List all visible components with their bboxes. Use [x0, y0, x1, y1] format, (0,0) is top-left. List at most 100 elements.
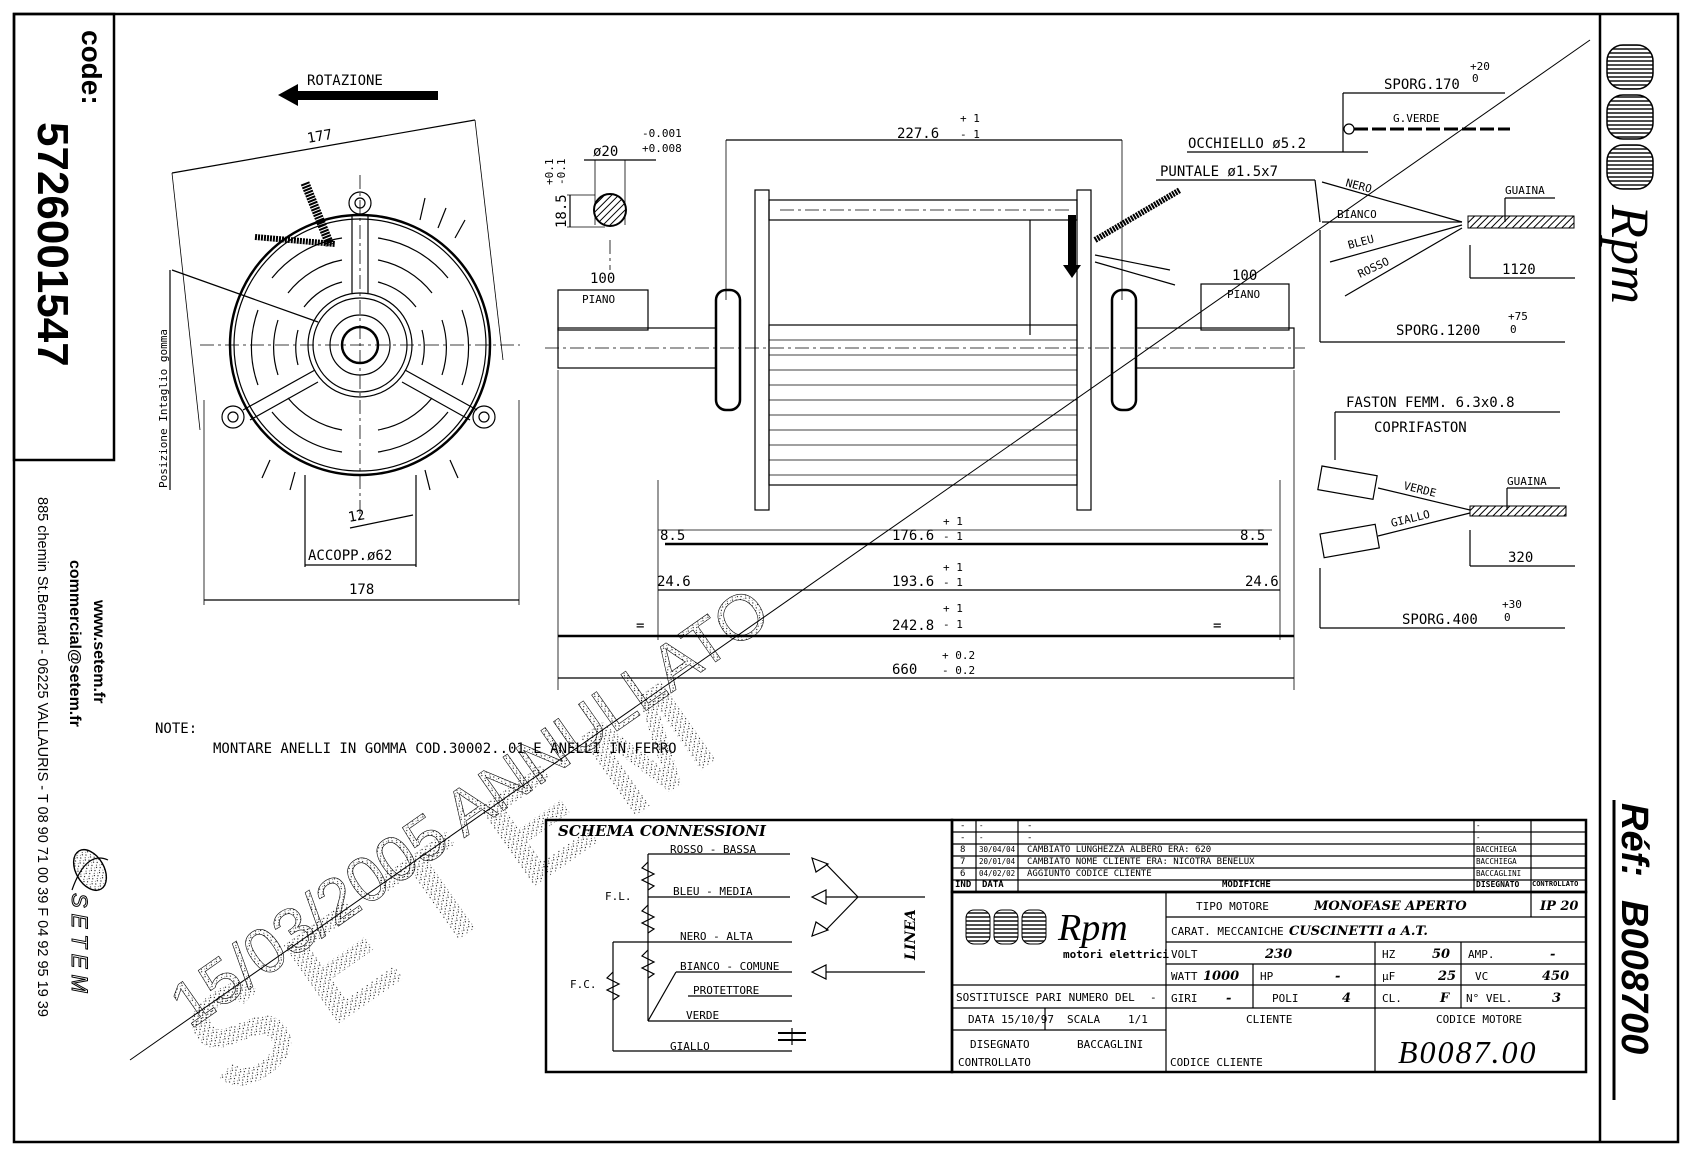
nvel-label: N° VEL. [1466, 992, 1512, 1005]
setem-brand-text: SETEM [67, 893, 92, 999]
header-data: DATA [982, 880, 1004, 890]
dim-193-6-tol-lower: - 1 [943, 576, 963, 589]
right-strip: Rpm Réf: B008700 [1598, 14, 1660, 1142]
shaft-tol-upper: -0.001 [642, 127, 682, 140]
revision-dis: BACCHIEGA [1476, 857, 1517, 866]
uf-label: µF [1382, 970, 1395, 983]
revision-mod: - [1027, 821, 1033, 831]
codice-motore-value: B0087.00 [1398, 1034, 1538, 1070]
faston-cover-label: COPRIFASTON [1374, 420, 1467, 436]
dim-24-6-left: 24.6 [657, 574, 691, 590]
equal-right: = [1213, 618, 1221, 634]
revision-data: 30/04/04 [979, 845, 1016, 854]
dim-242-8-tol-lower: - 1 [943, 618, 963, 631]
piano-left-label: PIANO [582, 293, 615, 306]
linea-label: LINEA [903, 909, 919, 961]
cl-label: CL. [1382, 992, 1402, 1005]
shaft-section: ø20 -0.001 +0.008 18.5 +0.1 -0.1 [543, 127, 682, 270]
vc-label: VC [1475, 970, 1488, 983]
dim-320: 320 [1508, 550, 1533, 566]
front-view: ROTAZIONE 177 [157, 73, 520, 605]
carat-value: CUSCINETTI a A.T. [1289, 924, 1428, 939]
wire-bianco: BIANCO [1337, 208, 1377, 221]
schema-title: SCHEMA CONNESSIONI [558, 822, 767, 840]
revision-mod: CAMBIATO LUNGHEZZA ALBERO ERA: 620 [1027, 845, 1212, 855]
scala-label: SCALA [1067, 1013, 1100, 1026]
hz-value: 50 [1432, 947, 1450, 962]
dim-1120: 1120 [1502, 262, 1536, 278]
piano-left-dim: 100 [590, 271, 615, 287]
line-arrow-icon [811, 921, 830, 937]
dim-227-6-tol-upper: + 1 [960, 112, 980, 125]
drawing-frame [12, 12, 1680, 1144]
shaft-flat-tol-lower: -0.1 [555, 159, 568, 186]
cl-value: F [1439, 991, 1450, 1006]
data-value: 15/10/97 [1001, 1013, 1054, 1026]
dim-176-6-tol-lower: - 1 [943, 530, 963, 543]
sporg-170: SPORG.170 [1384, 77, 1460, 93]
revision-data: 20/01/04 [979, 857, 1016, 866]
wire-rosso: ROSSO [1356, 255, 1392, 281]
volt-label: VOLT [1171, 948, 1198, 961]
sporg-1200-tol-lower: 0 [1510, 323, 1517, 336]
header-ind: IND [955, 880, 972, 890]
revision-ind: 6 [960, 869, 966, 879]
dim-176-6: 176.6 [892, 528, 934, 544]
amp-value: - [1550, 947, 1555, 962]
dim-24-6-right: 24.6 [1245, 574, 1279, 590]
tipo-motore-value: MONOFASE APERTO [1313, 899, 1467, 914]
revision-row: ---- [952, 820, 1586, 832]
wire-bleu: BLEU [1346, 232, 1375, 251]
revision-ind: 8 [960, 845, 966, 855]
ip-rating: IP 20 [1539, 899, 1578, 914]
header-disegnato: DISEGNATO [1476, 880, 1520, 889]
disegnato-value: BACCAGLINI [1077, 1038, 1143, 1051]
dim-8-5-left: 8.5 [660, 528, 685, 544]
line-arrow-icon [811, 857, 830, 873]
note-text: MONTARE ANELLI IN GOMMA COD.30002..01 E … [213, 741, 677, 757]
wire-label-rosso: ROSSO - BASSA [670, 843, 756, 856]
sostituisce-label: SOSTITUISCE PARI NUMERO DEL [956, 991, 1135, 1004]
watt-value: 1000 [1203, 969, 1239, 984]
shaft-tol-lower: +0.008 [642, 142, 682, 155]
dim-227-6: 227.6 [897, 126, 939, 142]
wire-label-protettore: PROTETTORE [693, 984, 759, 997]
sporg-1200: SPORG.1200 [1396, 323, 1480, 339]
rpm-logo-text: Rpm [1600, 204, 1660, 304]
carat-label: CARAT. MECCANICHE [1171, 925, 1284, 938]
sporg-400: SPORG.400 [1402, 612, 1478, 628]
piano-right-label: PIANO [1227, 288, 1260, 301]
shaft-flat-tol-upper: +0.1 [543, 159, 556, 186]
wire-giallo: GIALLO [1390, 508, 1432, 530]
revision-mod: - [1027, 833, 1033, 843]
ground-wire-label: G.VERDE [1393, 112, 1439, 125]
revision-data: 04/02/02 [979, 869, 1016, 878]
cap-sheath-label: GUAINA [1507, 475, 1547, 488]
piano-right-dim: 100 [1232, 268, 1257, 284]
side-view: 227.6 + 1 - 1 100 PIANO [545, 112, 1305, 690]
poli-label: POLI [1272, 992, 1299, 1005]
shaft-flat-dim: 18.5 [554, 194, 570, 228]
coupling-label: ACCOPP.ø62 [308, 548, 392, 564]
rotation-arrow-icon [278, 84, 438, 106]
dim-242-8-tol-upper: + 1 [943, 602, 963, 615]
revision-ind: 7 [960, 857, 966, 867]
revision-dis: - [1476, 821, 1481, 830]
controllato-label: CONTROLLATO [958, 1056, 1031, 1069]
revision-dis: BACCAGLINI [1476, 869, 1522, 878]
wire-label-giallo: GIALLO [670, 1040, 710, 1053]
sheath [1469, 505, 1567, 517]
wire-label-verde: VERDE [686, 1009, 719, 1022]
contact-info: www.setem.fr commercial@setem.fr 885 che… [34, 497, 109, 1017]
rpm-logo-icon [1606, 44, 1654, 190]
poli-value: 4 [1342, 991, 1351, 1006]
revision-row: ---- [952, 832, 1586, 844]
tip-label: PUNTALE ø1.5x7 [1160, 164, 1278, 180]
cliente-label: CLIENTE [1246, 1013, 1292, 1026]
codice-motore-label: CODICE MOTORE [1436, 1013, 1522, 1026]
cable-details: SPORG.170 +20 0 G.VERDE OCCHIELLO ø5.2 P… [1156, 60, 1575, 629]
revision-dis: - [1476, 833, 1481, 842]
hz-label: HZ [1382, 948, 1396, 961]
faston-connector-icon [1319, 523, 1381, 559]
shaft-diameter: ø20 [593, 144, 618, 160]
